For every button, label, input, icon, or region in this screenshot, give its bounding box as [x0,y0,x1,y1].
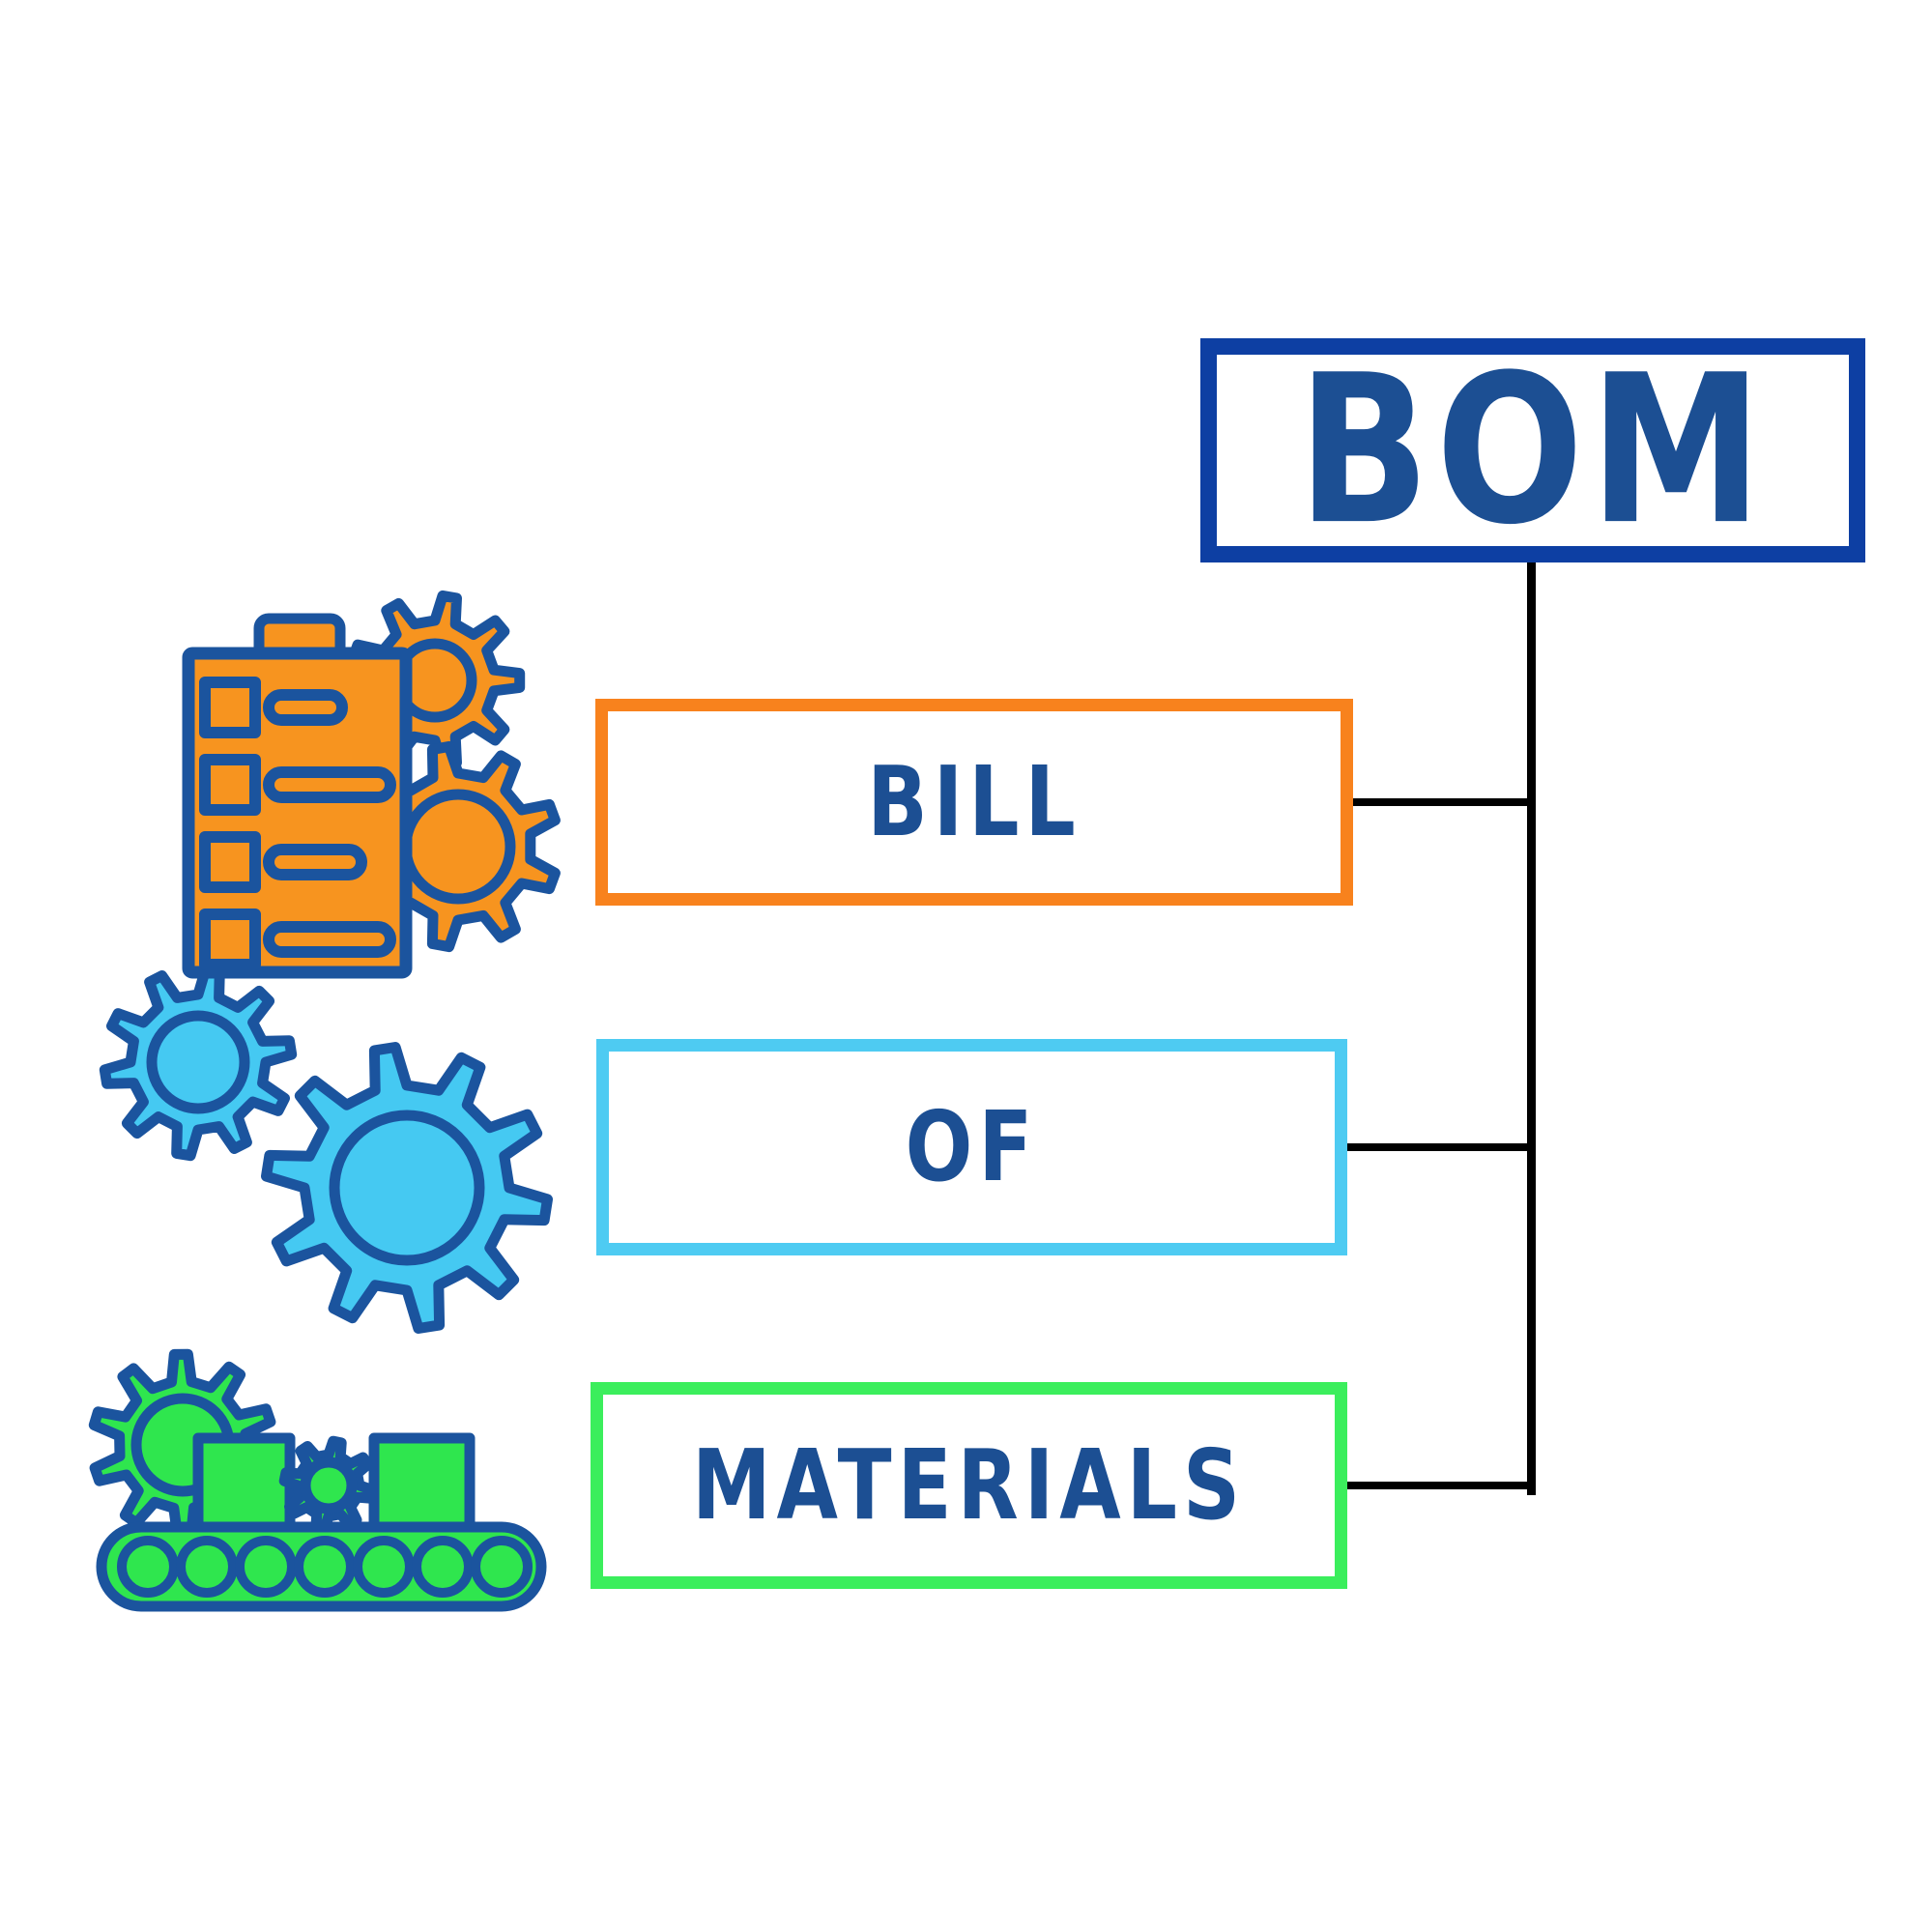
term-box-of: OF [596,1039,1347,1255]
term-label-of: OF [905,1091,1039,1203]
gears-icon [99,963,553,1334]
term-box-materials: MATERIALS [591,1382,1347,1589]
conveyor-box-1 [192,1432,296,1535]
conveyor-rollers [117,1536,533,1598]
connector-trunk-line [1527,562,1536,1495]
conveyor-box-2 [368,1432,476,1535]
connector-of-line [1345,1143,1531,1151]
term-label-materials: MATERIALS [691,1429,1247,1542]
acronym-label: BOM [1297,331,1769,570]
connector-bill-line [1351,798,1531,806]
conveyor-belt-icon [88,1348,547,1612]
acronym-box: BOM [1200,332,1865,569]
term-box-bill: BILL [595,699,1353,906]
checklist-with-gears-icon [182,590,561,979]
connector-materials-line [1345,1482,1531,1489]
checklist-rows [199,677,396,970]
term-label-bill: BILL [867,746,1081,858]
